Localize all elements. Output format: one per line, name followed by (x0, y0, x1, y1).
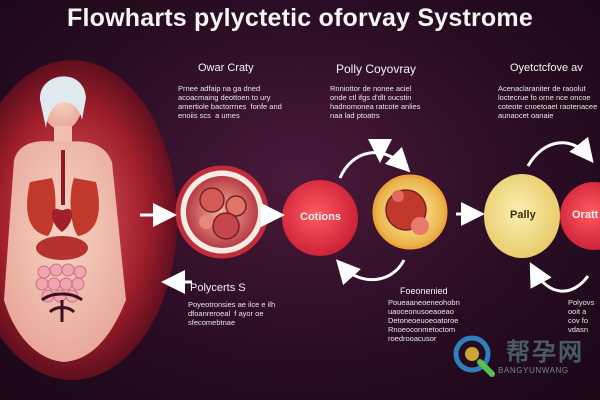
arrow-cycle-top (338, 146, 411, 179)
liver (36, 236, 88, 260)
text-block-center-bottom: Poueaaneoeneohobn uaoceonusoeaoeao Deton… (388, 298, 460, 343)
heart (52, 208, 72, 232)
node-pally-label: Pally (510, 209, 536, 221)
flow-arrows (140, 136, 594, 294)
text-block-left-top: Prnee adfaip na ga dned acoacmaing deott… (178, 84, 282, 120)
arrow-cycle-right-bottom (529, 262, 590, 293)
text-block-left-bottom: Poyeotronsies ae ilce e ilh dfoanreroeal… (188, 300, 276, 327)
watermark-logo-icon (453, 335, 495, 377)
text-block-right-top: Acenaclaraniter de raoolut loctecrue fo … (498, 84, 598, 120)
text-block-center-top: Rnniottor de nonee aciel onde ctl ifgs d… (330, 84, 421, 120)
figure-hair (39, 76, 86, 128)
node-orate (560, 182, 600, 250)
page-title: Flowharts pylyctetic oforvay Systrome (67, 4, 533, 32)
text-block-right-bottom: Polyovs ooit a cov fo vdasn (568, 298, 595, 334)
intestines (35, 263, 87, 303)
lung-right (70, 178, 99, 236)
label-foeoneried: Foeonenied (400, 286, 448, 296)
watermark-english-text: BANGYUNWANG (498, 366, 569, 375)
lung-left (27, 178, 56, 236)
ovary-cell-illustration (175, 165, 269, 259)
watermark: 帮孕网 BANGYUNWANG (448, 330, 600, 385)
node-orate-label: Oratt (572, 209, 599, 221)
human-figure-illustration (0, 60, 177, 380)
label-polycerts: Polycerts S (190, 282, 246, 294)
uterus (41, 292, 83, 322)
label-polly-coyovray: Polly Coyovray (336, 62, 417, 76)
label-oyetcfcove: Oyetctcfove av (510, 62, 583, 74)
node-pally (484, 174, 560, 258)
arrow-cycle-bottom (335, 259, 406, 286)
figure-neck (54, 126, 72, 144)
node-cotions (282, 180, 358, 256)
polycystic-cell-illustration (372, 174, 448, 250)
label-ovar-craty: Owar Craty (198, 62, 254, 74)
arrow-cycle-right-top (526, 136, 594, 167)
node-cotions-label: Cotions (300, 211, 341, 223)
watermark-chinese-text: 帮孕网 (506, 339, 584, 366)
